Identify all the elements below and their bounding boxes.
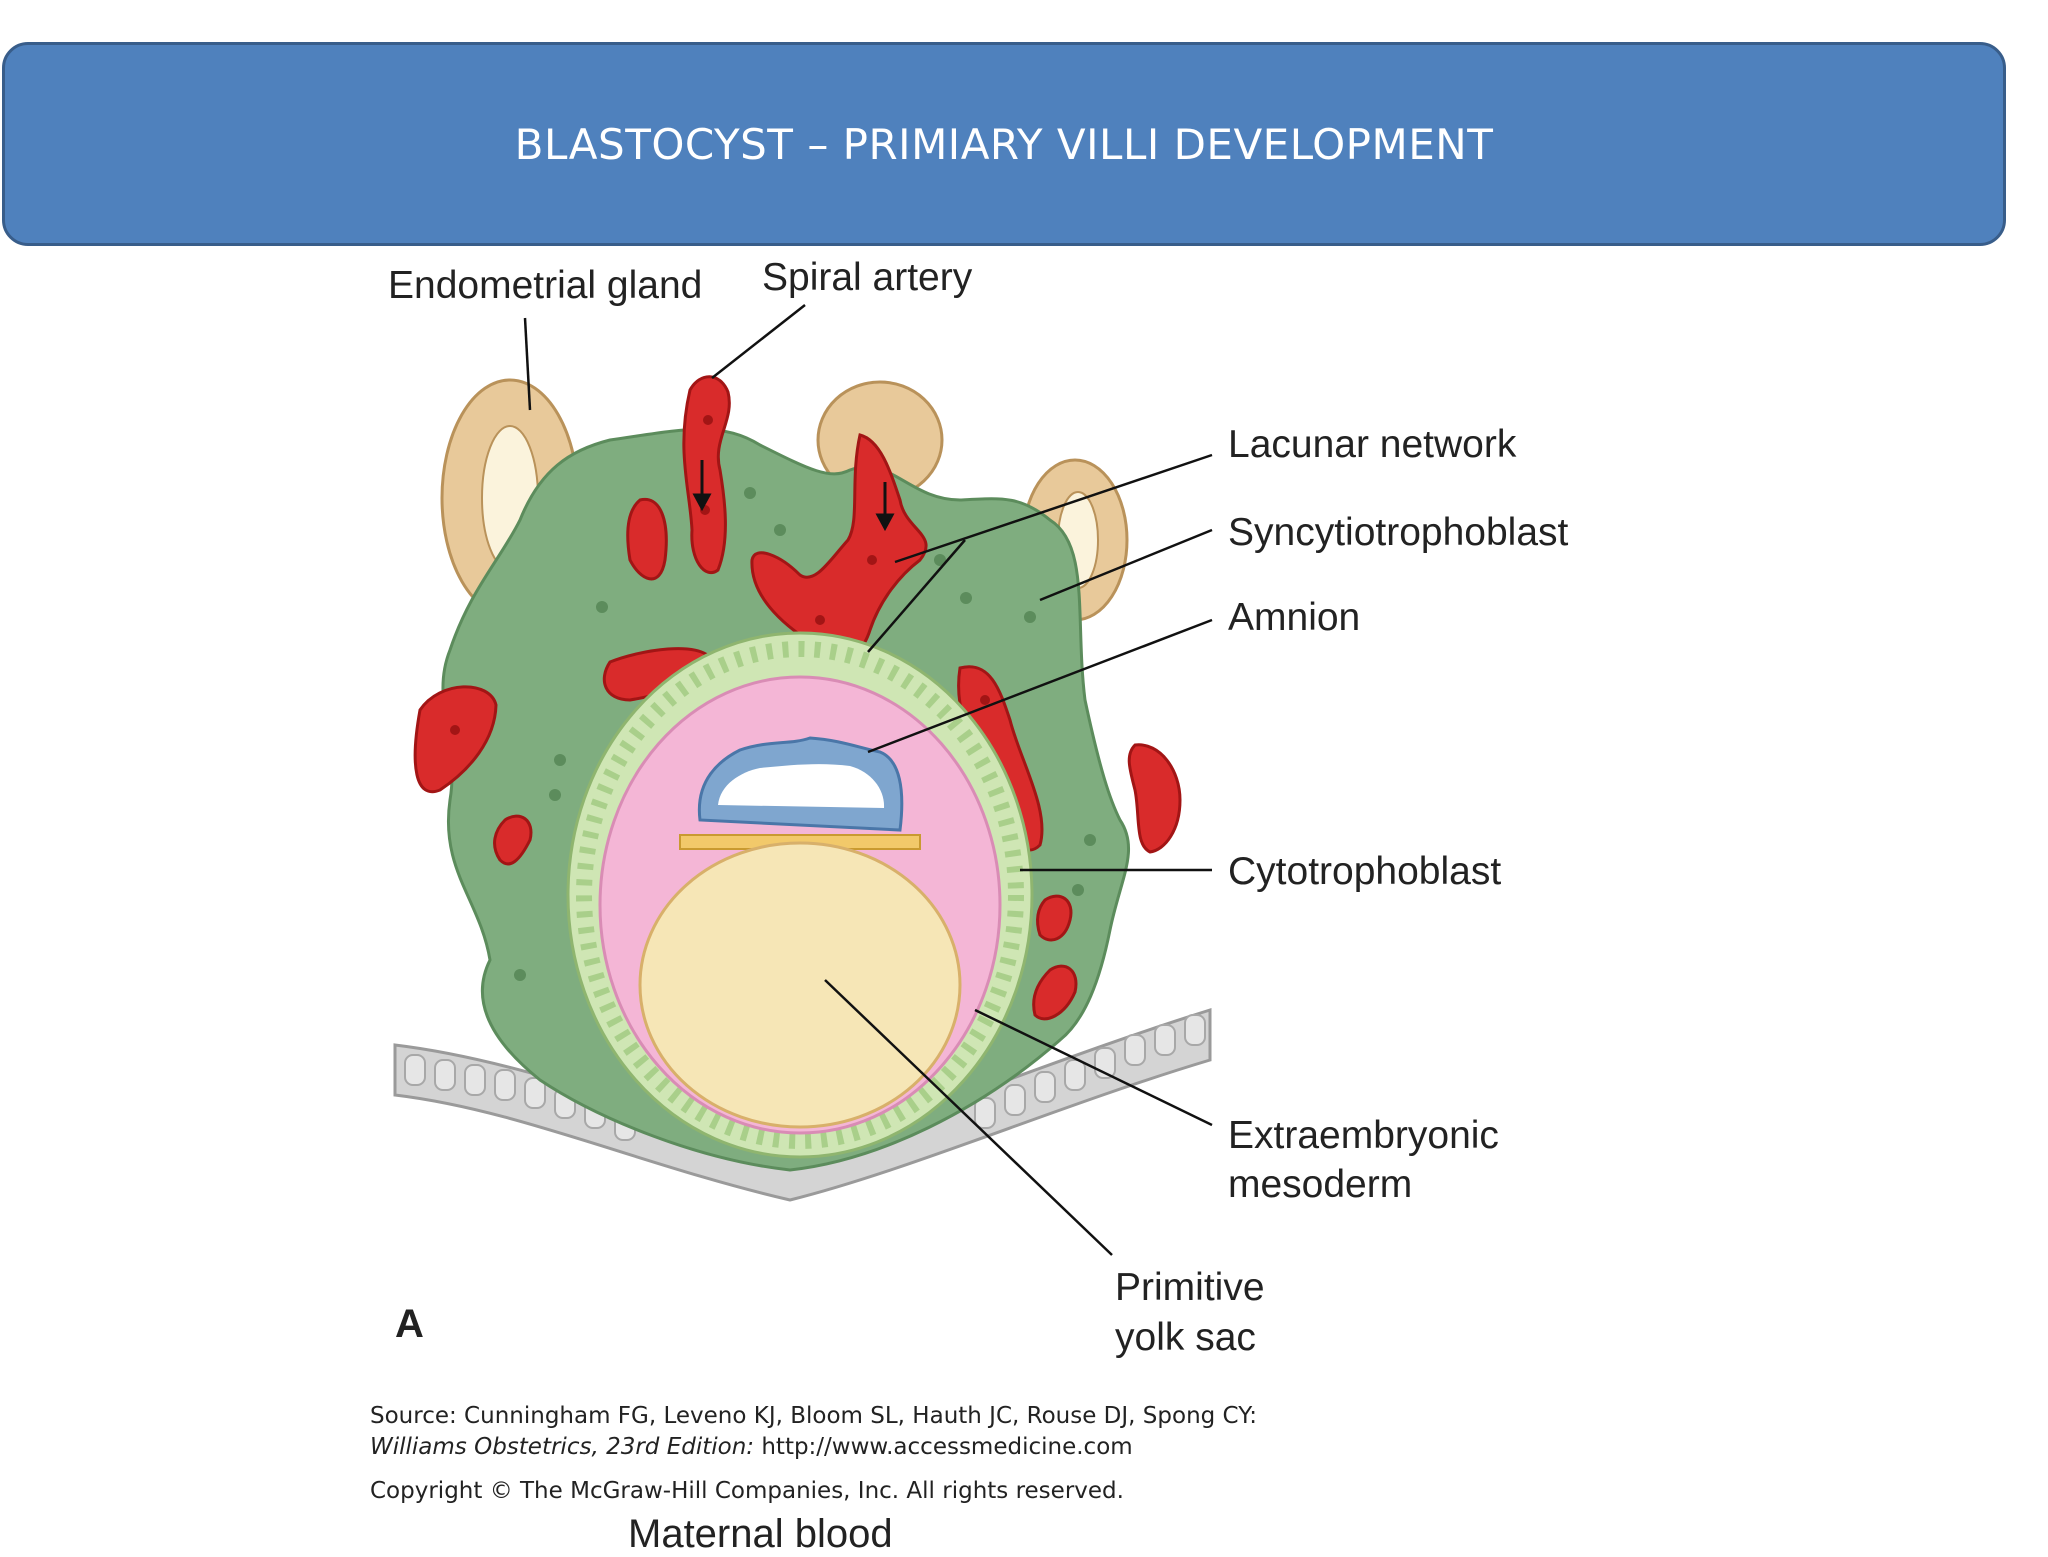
label-endometrial-gland: Endometrial gland — [388, 264, 702, 307]
maternal-blood-cut-label: Maternal blood — [628, 1512, 893, 1556]
copyright-line: Copyright © The McGraw-Hill Companies, I… — [370, 1478, 1124, 1504]
source-line-1: Source: Cunningham FG, Leveno KJ, Bloom … — [370, 1403, 1257, 1429]
cytotrophoblast-cells — [576, 641, 1024, 1149]
label-extraembryonic-2: mesoderm — [1228, 1163, 1412, 1206]
label-cytotrophoblast: Cytotrophoblast — [1228, 850, 1501, 893]
label-spiral-artery: Spiral artery — [762, 256, 973, 299]
blood-flow-arrows — [692, 460, 895, 532]
lacunar-network — [413, 375, 1182, 1021]
primitive-yolk-sac — [638, 841, 962, 1129]
epithelium-cells — [404, 1014, 1206, 1141]
spiral-artery-vessel — [682, 375, 731, 574]
source-url: http://www.accessmedicine.com — [754, 1434, 1133, 1460]
panel-label: A — [395, 1302, 424, 1346]
label-yolk-sac-1: Primitive — [1115, 1266, 1265, 1309]
leader-lines — [523, 304, 1213, 1256]
title-banner: BLASTOCYST – PRIMIARY VILLI DEVELOPMENT — [2, 42, 2006, 246]
source-line-2: Williams Obstetrics, 23rd Edition: http:… — [370, 1434, 1133, 1460]
slide-title: BLASTOCYST – PRIMIARY VILLI DEVELOPMENT — [514, 119, 1494, 169]
label-yolk-sac-2: yolk sac — [1115, 1316, 1256, 1359]
lacunae-spots — [450, 415, 990, 735]
label-extraembryonic-1: Extraembryonic — [1228, 1114, 1499, 1157]
label-lacunar-network: Lacunar network — [1228, 423, 1517, 466]
label-amnion: Amnion — [1228, 596, 1360, 639]
amniotic-cavity — [718, 764, 885, 808]
label-syncytiotrophoblast: Syncytiotrophoblast — [1228, 511, 1569, 554]
source-book-title: Williams Obstetrics, 23rd Edition: — [370, 1434, 755, 1460]
